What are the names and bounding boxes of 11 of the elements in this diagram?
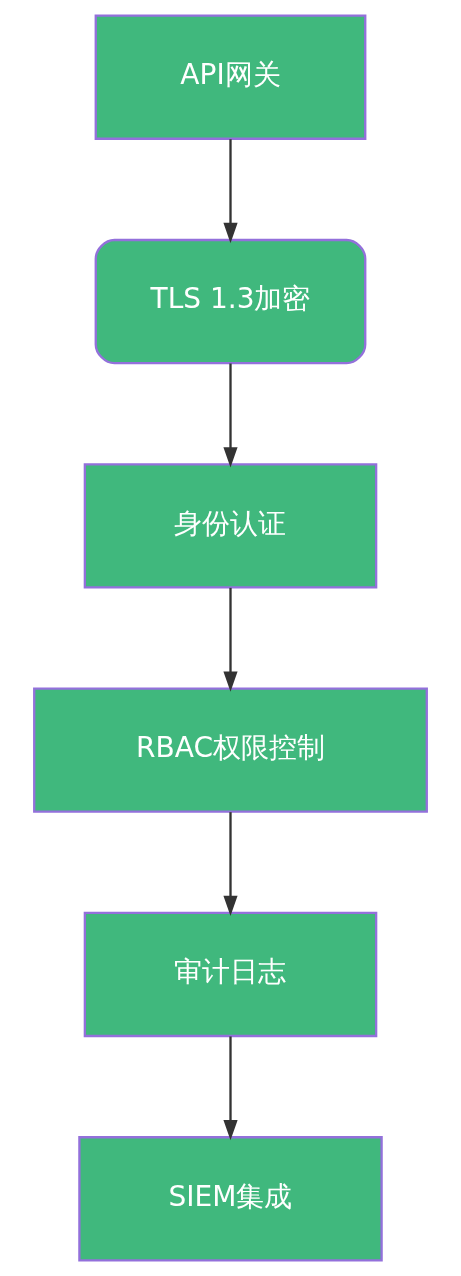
node-box: 审计日志 bbox=[83, 911, 378, 1038]
arrow bbox=[223, 1036, 238, 1141]
arrow bbox=[223, 587, 238, 692]
node-box: API网关 bbox=[94, 14, 367, 140]
node-box: TLS 1.3加密 bbox=[94, 238, 367, 365]
arrow bbox=[223, 139, 238, 244]
node-box: RBAC权限控制 bbox=[33, 687, 428, 813]
node-box: 身份认证 bbox=[83, 463, 378, 589]
arrow bbox=[223, 812, 238, 917]
node-box: SIEM集成 bbox=[78, 1136, 383, 1262]
arrow bbox=[223, 363, 238, 468]
